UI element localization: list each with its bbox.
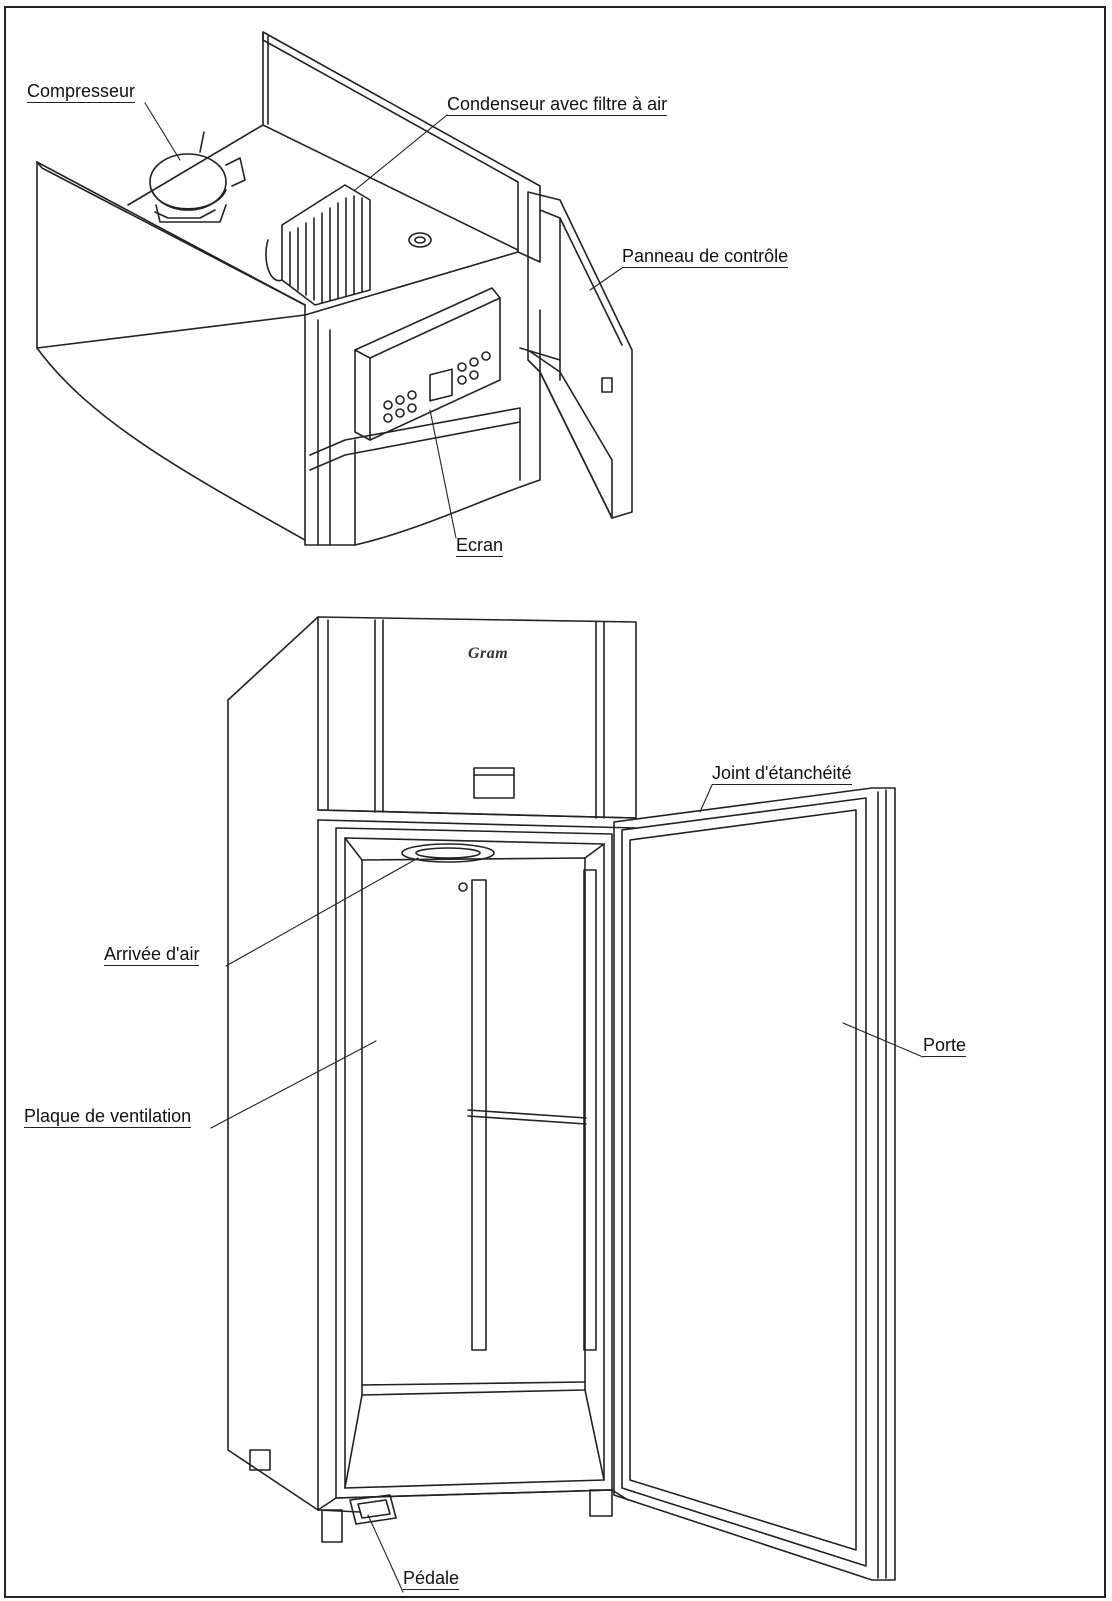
label-air-inlet: Arrivée d'air xyxy=(104,944,200,966)
label-door-seal: Joint d'étanchéité xyxy=(712,763,852,785)
label-screen: Ecran xyxy=(456,535,504,557)
label-control-panel: Panneau de contrôle xyxy=(622,246,789,268)
figure-border xyxy=(4,6,1106,1598)
label-condenser: Condenseur avec filtre à air xyxy=(447,94,668,116)
label-pedal: Pédale xyxy=(403,1568,460,1590)
label-ventilation-plate: Plaque de ventilation xyxy=(24,1106,192,1128)
brand-logo: Gram xyxy=(468,645,509,662)
leader-lines xyxy=(144,102,924,1593)
label-door: Porte xyxy=(923,1035,967,1057)
cabinet-drawing xyxy=(227,616,896,1581)
label-compressor: Compresseur xyxy=(27,81,136,103)
top-view-drawing xyxy=(36,31,633,546)
